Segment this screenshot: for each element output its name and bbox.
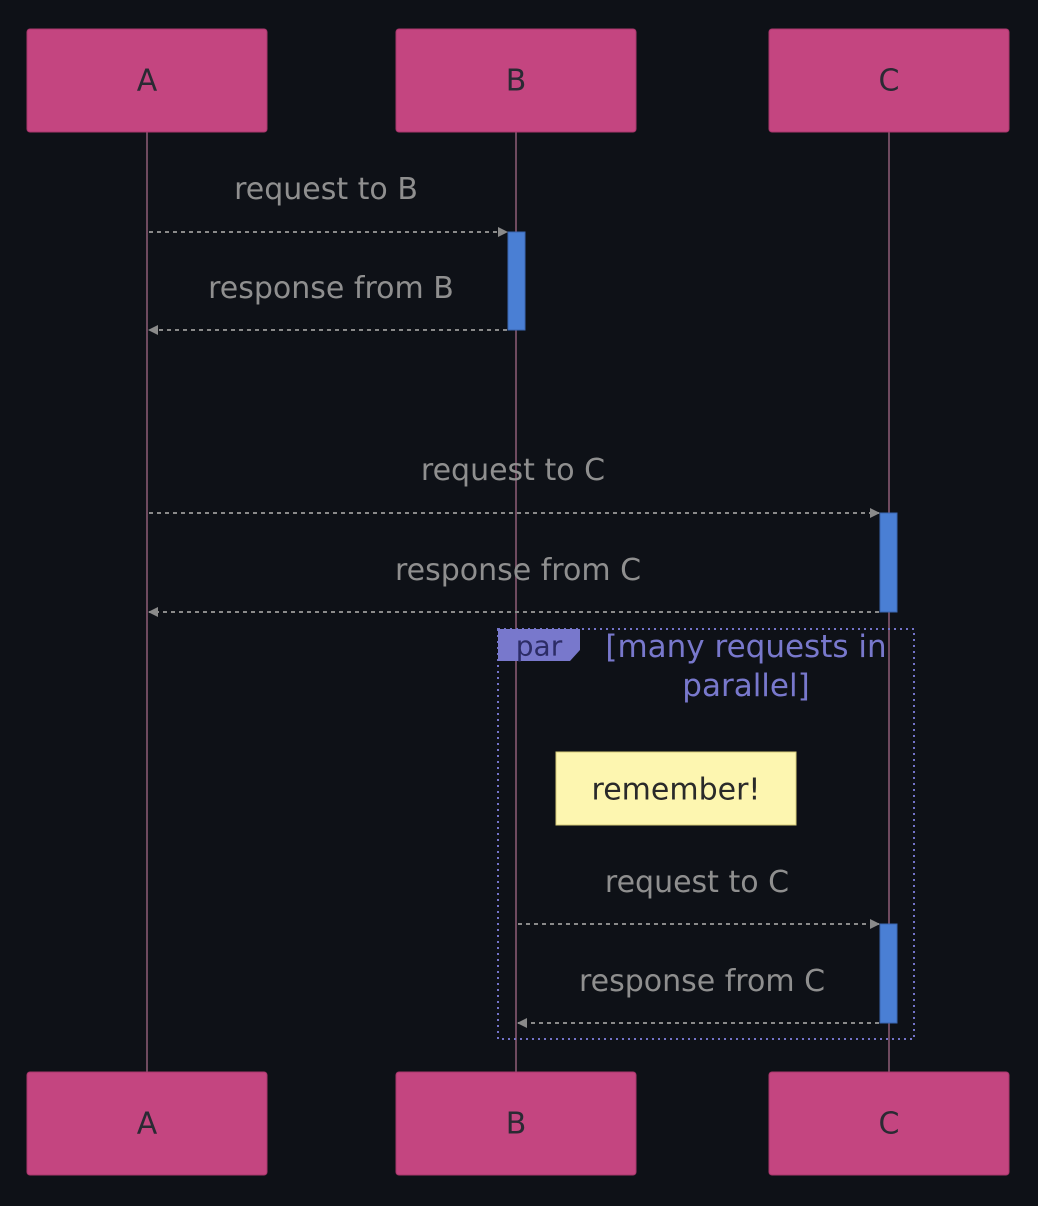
- par-frame-kind: par: [516, 630, 563, 663]
- message-label-5: request to C: [605, 865, 789, 900]
- note-text: remember!: [592, 773, 761, 808]
- activation-b-1: [507, 231, 526, 331]
- par-frame-condition-line2: parallel]: [682, 668, 809, 704]
- actor-a-top-label: A: [137, 64, 158, 99]
- actor-a-bottom-label: A: [137, 1107, 158, 1142]
- message-label-1: request to B: [234, 172, 418, 207]
- actor-c-top: C: [768, 28, 1010, 133]
- message-label-2: response from B: [208, 271, 454, 306]
- actor-a-top: A: [26, 28, 268, 133]
- message-label-6: response from C: [579, 964, 825, 999]
- actor-b-bottom: B: [395, 1071, 637, 1176]
- actor-b-bottom-label: B: [506, 1107, 527, 1142]
- message-label-3: request to C: [421, 453, 605, 488]
- activation-c-2: [879, 923, 898, 1024]
- activation-c-1: [879, 512, 898, 613]
- actor-c-bottom: C: [768, 1071, 1010, 1176]
- actor-b-top-label: B: [506, 64, 527, 99]
- par-frame-condition-line1: [many requests in: [605, 629, 886, 665]
- par-frame-tab: [498, 629, 580, 661]
- note: remember!: [555, 751, 797, 826]
- message-label-4: response from C: [395, 553, 641, 588]
- actor-c-top-label: C: [879, 64, 900, 99]
- actor-b-top: B: [395, 28, 637, 133]
- par-frame: par [many requests in parallel]: [497, 628, 915, 1040]
- actor-a-bottom: A: [26, 1071, 268, 1176]
- actor-c-bottom-label: C: [879, 1107, 900, 1142]
